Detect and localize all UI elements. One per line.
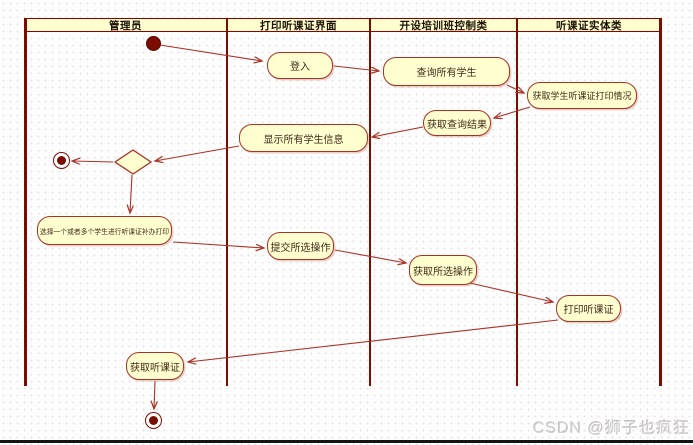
activity-submit-selected: 提交所选操作	[267, 232, 334, 260]
bottom-divider-line	[0, 440, 693, 443]
activity-query-all-students: 查询所有学生	[383, 57, 510, 86]
lane-title: 打印听课证界面	[260, 19, 337, 32]
final-node-dot	[57, 156, 66, 165]
lane-header-control-class: 开设培训班控制类	[370, 18, 517, 32]
activity-get-selected: 获取所选操作	[409, 255, 477, 285]
activity-print-card: 打印听课证	[556, 295, 621, 322]
activity-select-students: 选择一个或者多个学生进行听课证补办打印	[37, 216, 172, 245]
lane-header-admin: 管理员	[24, 18, 227, 32]
arrow-decision-to-select	[130, 174, 132, 213]
decision-diamond	[113, 149, 153, 175]
final-node-top	[53, 152, 70, 169]
activity-get-card: 获取听课证	[126, 352, 184, 380]
lane-border-right	[659, 18, 662, 386]
arrow-start-to-login	[159, 44, 262, 61]
arrow-result-to-display	[372, 126, 424, 137]
arrow-login-to-query	[333, 65, 379, 71]
lane-header-print-ui: 打印听课证界面	[227, 18, 370, 32]
activity-display-all-students: 显示所有学生信息	[239, 124, 368, 152]
arrow-select-to-submit	[172, 241, 264, 248]
csdn-watermark: CSDN @狮子也疯狂	[532, 420, 690, 437]
lane-header-entity-class: 听课证实体类	[517, 18, 661, 32]
activity-get-print-status: 获取学生听课证打印情况	[527, 82, 637, 109]
final-node-dot	[149, 416, 158, 425]
arrow-getcard-to-final-bottom	[154, 380, 155, 409]
lane-divider-3	[515, 18, 519, 386]
arrow-status-to-result	[494, 106, 531, 118]
lane-title: 开设培训班控制类	[399, 19, 488, 32]
arrow-print-to-getcard	[188, 319, 559, 362]
lane-title: 管理员	[109, 19, 142, 32]
final-node-bottom	[145, 412, 162, 429]
lane-divider-1	[225, 18, 229, 386]
activity-login: 登入	[267, 52, 333, 79]
arrow-getselected-to-print	[469, 282, 553, 302]
activity-get-query-result: 获取查询结果	[423, 110, 491, 136]
lane-title: 听课证实体类	[556, 19, 622, 32]
lane-divider-2	[368, 18, 372, 386]
lane-border-left	[24, 18, 27, 386]
arrow-decision-to-final-top	[72, 161, 114, 162]
start-node	[146, 36, 161, 51]
